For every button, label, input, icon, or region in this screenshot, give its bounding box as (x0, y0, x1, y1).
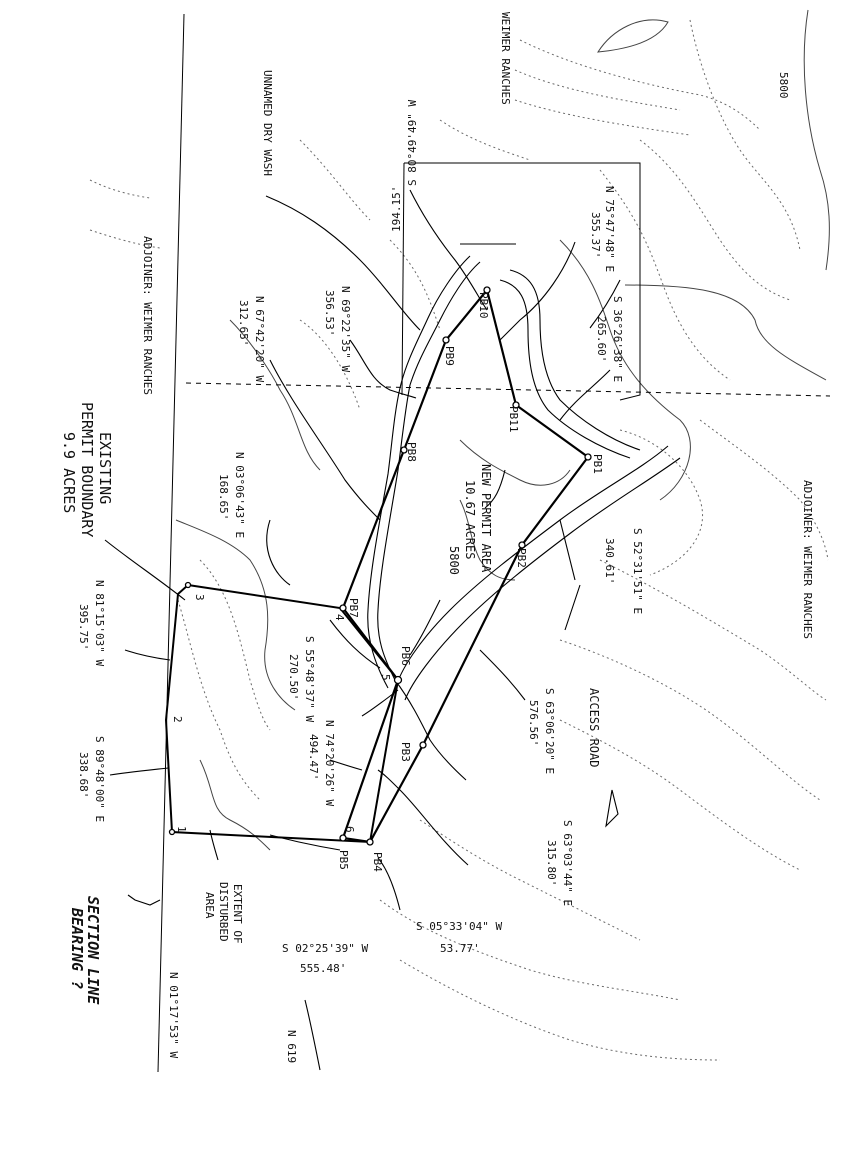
label-existing-boundary-3: 9.9 ACRES (60, 432, 78, 513)
bearing-b3: N 69°22'35" W (339, 286, 352, 372)
distance-b3: 356.53' (323, 290, 336, 336)
point-pb10 (483, 286, 491, 294)
distance-b4: 312.65' (237, 300, 250, 346)
bearing-b13: S 63°03'44" E (561, 820, 574, 906)
distance-b15: 555.48' (300, 962, 346, 975)
label-disturbed-3: AREA (203, 892, 216, 919)
existing-permit-boundary (164, 583, 400, 844)
bearing-b1: N 75°47'48" E (603, 186, 616, 272)
label-pb10: PB10 (477, 292, 490, 319)
point-labels: PB10 PB9 PB11 PB1 PB8 PB2 PB7 PB6 PB3 PB… (171, 292, 604, 872)
distance-b12: 338.68' (77, 752, 90, 798)
survey-points (168, 286, 592, 846)
label-new-permit-area-1: NEW PERMIT AREA (479, 464, 493, 573)
bearing-b6: N 03°06'43" E (233, 452, 246, 538)
distance-b2: 194.15' (390, 186, 403, 232)
contour-lines (89, 9, 830, 1061)
label-unnamed-dry-wash: UNNAMED DRY WASH (261, 70, 274, 176)
label-pb9: PB9 (443, 346, 456, 366)
corner-1 (168, 828, 176, 836)
point-pb6 (393, 675, 403, 685)
distance-b13: 315.80' (545, 840, 558, 886)
label-corner-3: 3 (193, 594, 206, 601)
label-pb6: PB6 (399, 646, 412, 666)
label-section-line-2: BEARING ? (68, 907, 86, 989)
bearing-b8: N 81°15'03" W (93, 580, 106, 666)
label-corner-6: 6 (343, 826, 356, 833)
bearing-labels: N 75°47'48" E 355.37' S 80°49'49" W 194.… (77, 100, 644, 1064)
point-pb11 (512, 401, 520, 409)
bearing-b11: S 63°06'20" E (543, 688, 556, 774)
label-weimer-ranches-top: WEIMER RANCHES (499, 12, 512, 105)
distance-b5: 265.60' (595, 316, 608, 362)
label-disturbed-2: DISTURBED (217, 882, 230, 942)
bearing-b15: S 02°25'39" W (282, 942, 368, 955)
label-access-road: ACCESS ROAD (587, 688, 601, 767)
label-pb3: PB3 (399, 742, 412, 762)
label-corner-5: 5 (379, 674, 392, 681)
distance-b7: 340.61' (603, 538, 616, 584)
point-pb9 (442, 336, 450, 344)
distance-b14: 53.77' (440, 942, 480, 955)
point-pb7 (339, 604, 347, 612)
label-disturbed-1: EXTENT OF (231, 884, 244, 944)
dry-wash (367, 255, 641, 781)
label-pb8: PB8 (405, 442, 418, 462)
bearing-b7: S 52°31'51" E (631, 528, 644, 614)
label-corner-2: 2 (171, 716, 184, 723)
leader-lines (104, 189, 621, 1071)
label-adjoiner-right: ADJOINER: WEIMER RANCHES (801, 480, 814, 639)
point-pb3 (419, 741, 427, 749)
distance-b6: 168.65' (217, 474, 230, 520)
point-pb1 (584, 453, 592, 461)
bearing-b9: S 55°48'37" W (303, 636, 316, 722)
corner-3 (184, 581, 192, 589)
new-permit-area-boundary (341, 287, 590, 844)
bearing-b17: N 619 (285, 1030, 298, 1063)
label-contour-5800-mid: 5800 (447, 546, 461, 575)
label-pb4: PB4 (371, 852, 384, 872)
bearing-b14: S 05°33'04" W (416, 920, 502, 933)
label-existing-boundary-1: EXISTING (96, 432, 114, 504)
map-labels: WEIMER RANCHES 5800 UNNAMED DRY WASH ADJ… (60, 12, 814, 1005)
bearing-b16: N 01°17'53" W (167, 972, 180, 1058)
label-existing-boundary-2: PERMIT BOUNDARY (78, 402, 96, 537)
label-section-line-1: SECTION LINE (84, 896, 102, 1005)
label-pb11: PB11 (507, 406, 520, 433)
point-pb5 (339, 834, 347, 842)
bearing-b5: S 36°26'38" E (611, 296, 624, 382)
distance-b9: 270.50' (287, 654, 300, 700)
point-pb8 (400, 446, 408, 454)
label-corner-4: 4 (333, 614, 346, 621)
label-adjoiner-left: ADJOINER: WEIMER RANCHES (141, 236, 154, 395)
section-lines (157, 13, 831, 1073)
point-pb2 (518, 541, 526, 549)
bearing-b4: N 67°42'20" W (253, 296, 266, 382)
bearing-b10: N 74°20'26" W (323, 720, 336, 806)
point-pb4 (366, 838, 374, 846)
label-corner-1: 1 (175, 826, 188, 833)
bearing-b2: S 80°49'49" W (406, 100, 419, 186)
distance-b10: 494.47' (307, 734, 320, 780)
label-contour-5800-top: 5800 (777, 72, 790, 99)
label-new-permit-area-2: 10.67 ACRES (463, 480, 477, 559)
distance-b8: 395.75' (77, 604, 90, 650)
access-road (361, 445, 681, 717)
bearing-b12: S 89°48'00" E (93, 736, 106, 822)
distance-b11: 576.56' (527, 700, 540, 746)
label-pb1: PB1 (591, 454, 604, 474)
label-pb2: PB2 (515, 548, 528, 568)
distance-b1: 355.37' (589, 212, 602, 258)
label-pb7: PB7 (347, 598, 360, 618)
label-pb5: PB5 (337, 850, 350, 870)
